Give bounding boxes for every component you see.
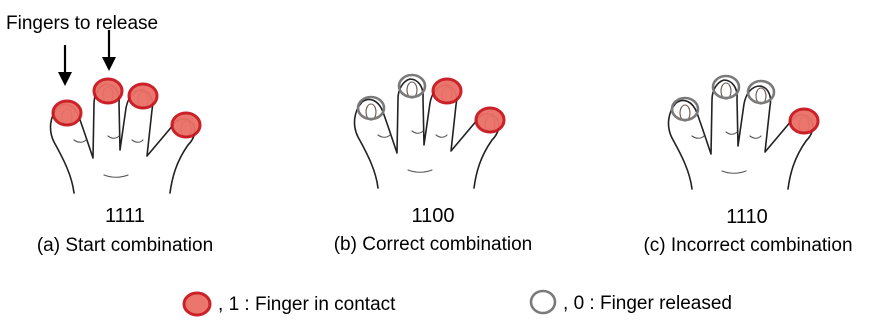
knuckle-crease [103,174,129,178]
hand-correct-combination [353,73,506,189]
middle-finger-released-marker [711,74,741,100]
ring-finger-contact-marker [127,82,159,110]
index-finger-released-marker [670,96,700,122]
arrow-middle-finger [102,30,116,71]
middle-finger-contact-marker [92,77,124,105]
hand-incorrect-combination [667,74,820,190]
knuckle-crease [411,130,424,134]
fingers-to-release-label: Fingers to release [6,13,158,34]
knuckle-crease [131,139,144,143]
knuckle-crease [407,169,433,173]
hand-start-combination [49,77,202,194]
knuckle-crease [73,139,87,143]
ring-finger-contact-marker [431,77,463,105]
knuckle-crease [107,135,120,139]
caption-correct: (b) Correct combination [334,234,533,255]
code-correct: 1100 [411,205,454,227]
arrow-index-finger [58,45,72,86]
ring-finger-released-marker [746,79,776,105]
knuckle-crease [721,170,747,174]
knuckle-crease [725,131,738,135]
little-finger-contact-marker [474,106,506,134]
little-finger-contact-marker [788,107,820,135]
caption-start: (a) Start combination [37,235,213,256]
code-incorrect: 1110 [726,206,768,228]
legend-released-icon [529,289,557,315]
knuckle-crease [691,135,705,139]
code-start: 1111 [105,205,145,227]
legend-contact-text: , 1 : Finger in contact [218,294,396,315]
caption-incorrect: (c) Incorrect combination [643,235,852,256]
knuckle-crease [435,134,448,138]
index-finger-contact-marker [51,99,83,127]
legend-released-text: , 0 : Finger released [563,293,732,314]
knuckle-crease [377,134,391,138]
legend-contact-icon [182,291,212,317]
knuckle-crease [749,135,762,139]
little-finger-contact-marker [170,111,202,139]
middle-finger-released-marker [397,73,427,99]
index-finger-released-marker [356,95,386,121]
